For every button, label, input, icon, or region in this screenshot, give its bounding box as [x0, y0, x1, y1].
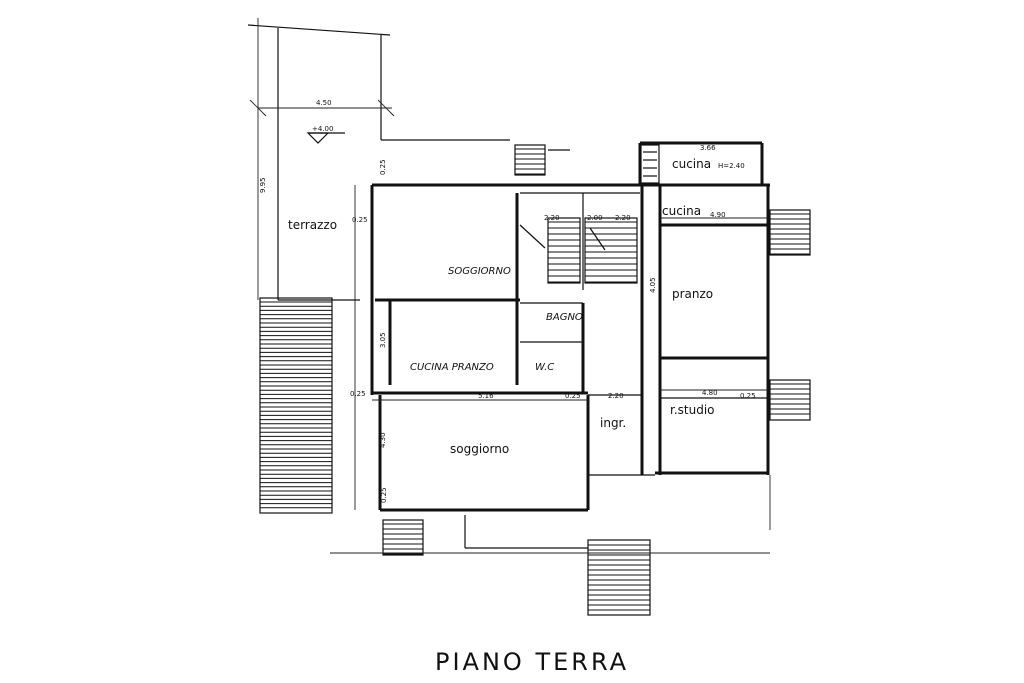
lower-soggiorno-width-dimension: 5.16	[478, 392, 494, 400]
cucina-annex	[638, 141, 764, 185]
wall-thickness-5: 0.25	[565, 392, 581, 400]
front-stair-center	[464, 515, 651, 616]
dimension-ticks	[330, 185, 771, 554]
room-label-bagno: BAGNO	[546, 312, 583, 323]
room-label-terrazzo: terrazzo	[288, 218, 337, 232]
room-label-soggiorno-lower: soggiorno	[450, 442, 509, 456]
room-label-soggiorno-upper: SOGGIORNO	[448, 266, 511, 277]
ingresso-width-dimension: 2.20	[608, 392, 624, 400]
top-small-stair	[514, 144, 570, 176]
cucina-top-width-dimension: 3.66	[700, 144, 716, 152]
room-label-pranzo: pranzo	[672, 287, 713, 301]
room-label-cucina-top: cucina	[672, 157, 711, 171]
wall-thickness-1: 0.25	[379, 159, 387, 175]
wall-thickness-4: 0.25	[380, 487, 388, 503]
room-label-wc: W.C	[535, 362, 554, 373]
room-label-cucina-pranzo: CUCINA PRANZO	[410, 362, 494, 373]
interior-walls	[372, 185, 768, 475]
right-entrance-stair-upper	[769, 209, 811, 256]
stair-a-dimension: 2.20	[544, 214, 560, 222]
outer-walls	[370, 183, 770, 512]
wall-thickness-3: 0.25	[350, 390, 366, 398]
terrace-level-mark: +4.00	[312, 125, 333, 133]
terrace-depth-dimension: 9.95	[259, 177, 267, 193]
wall-thickness-6: 0.25	[740, 392, 756, 400]
terrace-area	[247, 18, 510, 301]
studio-width-dimension: 4.80	[702, 389, 718, 397]
cucina-height-note: H=2.40	[718, 162, 745, 170]
pranzo-depth-dimension: 4.05	[649, 277, 657, 293]
right-entrance-stair-lower	[769, 379, 811, 421]
terrace-width-dimension: 4.50	[316, 99, 332, 107]
stair-c-dimension: 2.20	[615, 214, 631, 222]
room-label-cucina: cucina	[662, 204, 701, 218]
terrace-stair	[259, 297, 333, 514]
internal-stair	[519, 217, 638, 284]
room-label-ingresso: ingr.	[600, 416, 626, 430]
cucina-pranzo-depth-dimension: 3.05	[379, 332, 387, 348]
front-stair-left	[382, 519, 424, 556]
room-label-studio: r.studio	[670, 403, 715, 417]
stair-b-dimension: 2.00	[587, 214, 603, 222]
drawing-title: PIANO TERRA	[435, 648, 629, 676]
wall-thickness-2: 0.25	[352, 216, 368, 224]
soggiorno-depth-dimension: 4.30	[379, 432, 387, 448]
cucina-width-dimension: 4.90	[710, 211, 726, 219]
